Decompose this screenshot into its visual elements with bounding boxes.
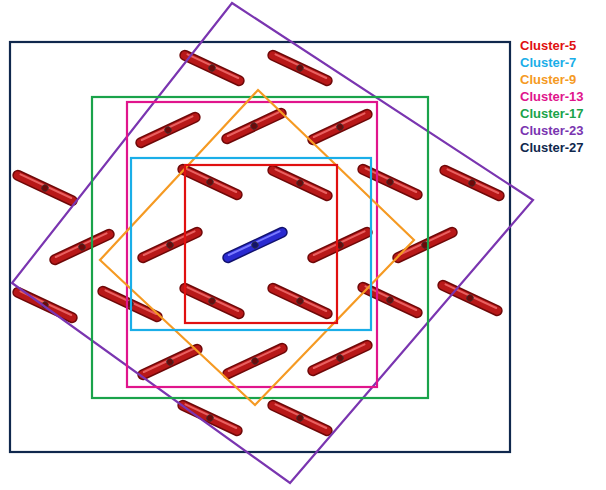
molecule-rod: [271, 52, 328, 83]
molecule-rod: [271, 402, 328, 433]
legend-entry: Cluster-7: [520, 54, 584, 71]
legend-entry: Cluster-9: [520, 71, 584, 88]
molecule-rod: [311, 111, 368, 142]
molecule-rod: [396, 229, 453, 260]
legend-label: Cluster-5: [520, 38, 576, 53]
molecule-rod: [16, 172, 73, 203]
legend-entry: Cluster-5: [520, 37, 584, 54]
molecule-rod: [181, 402, 238, 433]
molecule-rod: [226, 345, 283, 376]
molecule-rod: [311, 229, 368, 260]
cluster-5-outline: [185, 165, 337, 323]
molecule-rod: [271, 167, 328, 198]
legend-label: Cluster-27: [520, 140, 584, 155]
molecule-rod: [16, 289, 73, 320]
legend-label: Cluster-17: [520, 106, 584, 121]
molecule-rod: [181, 166, 238, 197]
molecule-group: [16, 52, 500, 433]
molecule-rod: [183, 52, 240, 83]
legend-entry: Cluster-23: [520, 122, 584, 139]
cluster-9-outline: [100, 90, 414, 405]
cluster-outlines: [10, 3, 533, 483]
molecule-rod: [226, 229, 283, 260]
cluster-17-outline: [92, 97, 428, 398]
legend-label: Cluster-13: [520, 89, 584, 104]
legend-entry: Cluster-13: [520, 88, 584, 105]
molecule-rod: [183, 285, 240, 316]
cluster-27-outline: [10, 42, 510, 452]
molecule-rod: [141, 229, 198, 260]
molecule-rod: [311, 342, 368, 373]
legend-label: Cluster-7: [520, 55, 576, 70]
molecule-rod: [141, 346, 198, 377]
legend-label: Cluster-23: [520, 123, 584, 138]
cluster-13-outline: [127, 102, 377, 387]
legend: Cluster-5Cluster-7Cluster-9Cluster-13Clu…: [520, 37, 584, 156]
molecule-rod: [139, 114, 196, 145]
cluster-23-outline: [12, 3, 533, 483]
molecule-rod: [271, 285, 328, 316]
legend-label: Cluster-9: [520, 72, 576, 87]
cluster-7-outline: [131, 158, 371, 330]
legend-entry: Cluster-17: [520, 105, 584, 122]
legend-entry: Cluster-27: [520, 139, 584, 156]
